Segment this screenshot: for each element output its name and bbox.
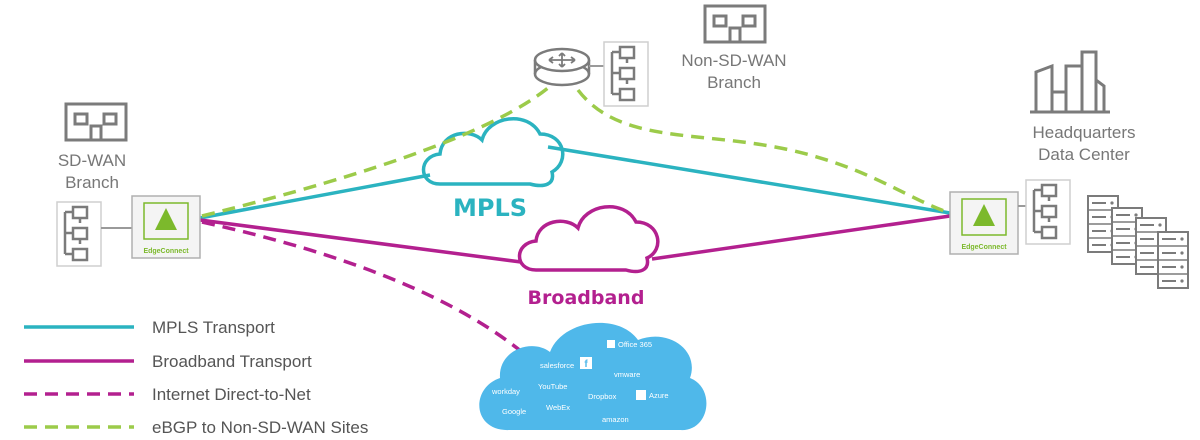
headquarters-building-icon <box>1030 50 1110 114</box>
server-icon <box>1157 231 1189 289</box>
hq-network-icon <box>1024 178 1072 246</box>
broadband-cloud-icon <box>517 205 660 274</box>
non-sdwan-label-1: Non-SD-WAN <box>681 51 786 70</box>
non-sdwan-label-2: Branch <box>707 73 761 92</box>
svg-text:Internet Direct-to-Net: Internet Direct-to-Net <box>152 385 311 404</box>
facebook-icon <box>580 357 592 369</box>
youtube-label: YouTube <box>538 382 567 391</box>
sdwan-edgeconnect-device: EdgeConnect <box>131 195 201 259</box>
sdwan-branch-label-2: Branch <box>65 173 119 192</box>
azure-icon <box>636 390 646 400</box>
office365-icon <box>607 340 615 348</box>
salesforce-label: salesforce <box>540 361 574 370</box>
hq-edgeconnect-label: EdgeConnect <box>961 244 1007 251</box>
svg-text:Broadband Transport: Broadband Transport <box>152 352 312 371</box>
legend-item-ebgp: eBGP to Non-SD-WAN Sites <box>24 418 368 437</box>
hq-label-2: Data Center <box>1038 145 1130 164</box>
office365-label: Office 365 <box>618 340 652 349</box>
sdwan-edgeconnect-label: EdgeConnect <box>143 248 189 255</box>
mpls-link-hq <box>547 145 951 215</box>
legend-item-mpls: MPLS Transport <box>24 318 275 337</box>
saas-cloud-icon <box>479 322 707 431</box>
sdwan-branch-label-1: SD-WAN <box>58 151 126 170</box>
broadband-link-branch <box>199 218 522 264</box>
mpls-cloud-label: MPLS <box>453 194 527 222</box>
legend-item-broadband: Broadband Transport <box>24 352 312 371</box>
azure-label: Azure <box>649 391 669 400</box>
legend-item-internet-direct: Internet Direct-to-Net <box>24 385 311 404</box>
vmware-label: vmware <box>614 370 640 379</box>
ebgp-link-hq <box>576 88 951 215</box>
internet-direct-link <box>201 220 524 354</box>
non-sdwan-building-icon <box>703 4 767 44</box>
mpls-cloud-icon <box>421 117 565 188</box>
dropbox-label: Dropbox <box>588 392 617 401</box>
workday-label: workday <box>491 387 520 396</box>
router-icon <box>533 47 591 87</box>
google-label: Google <box>502 407 526 416</box>
amazon-label: amazon <box>602 415 629 424</box>
svg-text:MPLS Transport: MPLS Transport <box>152 318 275 337</box>
edgeconnect-triangle-icon <box>155 208 177 230</box>
sdwan-branch-network-icon <box>55 200 103 268</box>
legend: MPLS Transport Broadband Transport Inter… <box>24 318 368 437</box>
mpls-link-branch <box>199 173 431 220</box>
broadband-link-hq <box>651 214 951 261</box>
edgeconnect-triangle-icon <box>973 204 995 226</box>
ebgp-link-branch <box>201 86 550 218</box>
broadband-cloud-label: Broadband <box>528 287 645 309</box>
sdwan-branch-building-icon <box>64 102 128 142</box>
svg-text:f: f <box>584 359 588 370</box>
hq-edgeconnect-device: EdgeConnect <box>949 191 1019 255</box>
hq-label-1: Headquarters <box>1032 123 1135 142</box>
svg-text:eBGP to Non-SD-WAN Sites: eBGP to Non-SD-WAN Sites <box>152 418 368 437</box>
non-sdwan-network-icon <box>602 40 650 108</box>
webex-label: WebEx <box>546 403 570 412</box>
